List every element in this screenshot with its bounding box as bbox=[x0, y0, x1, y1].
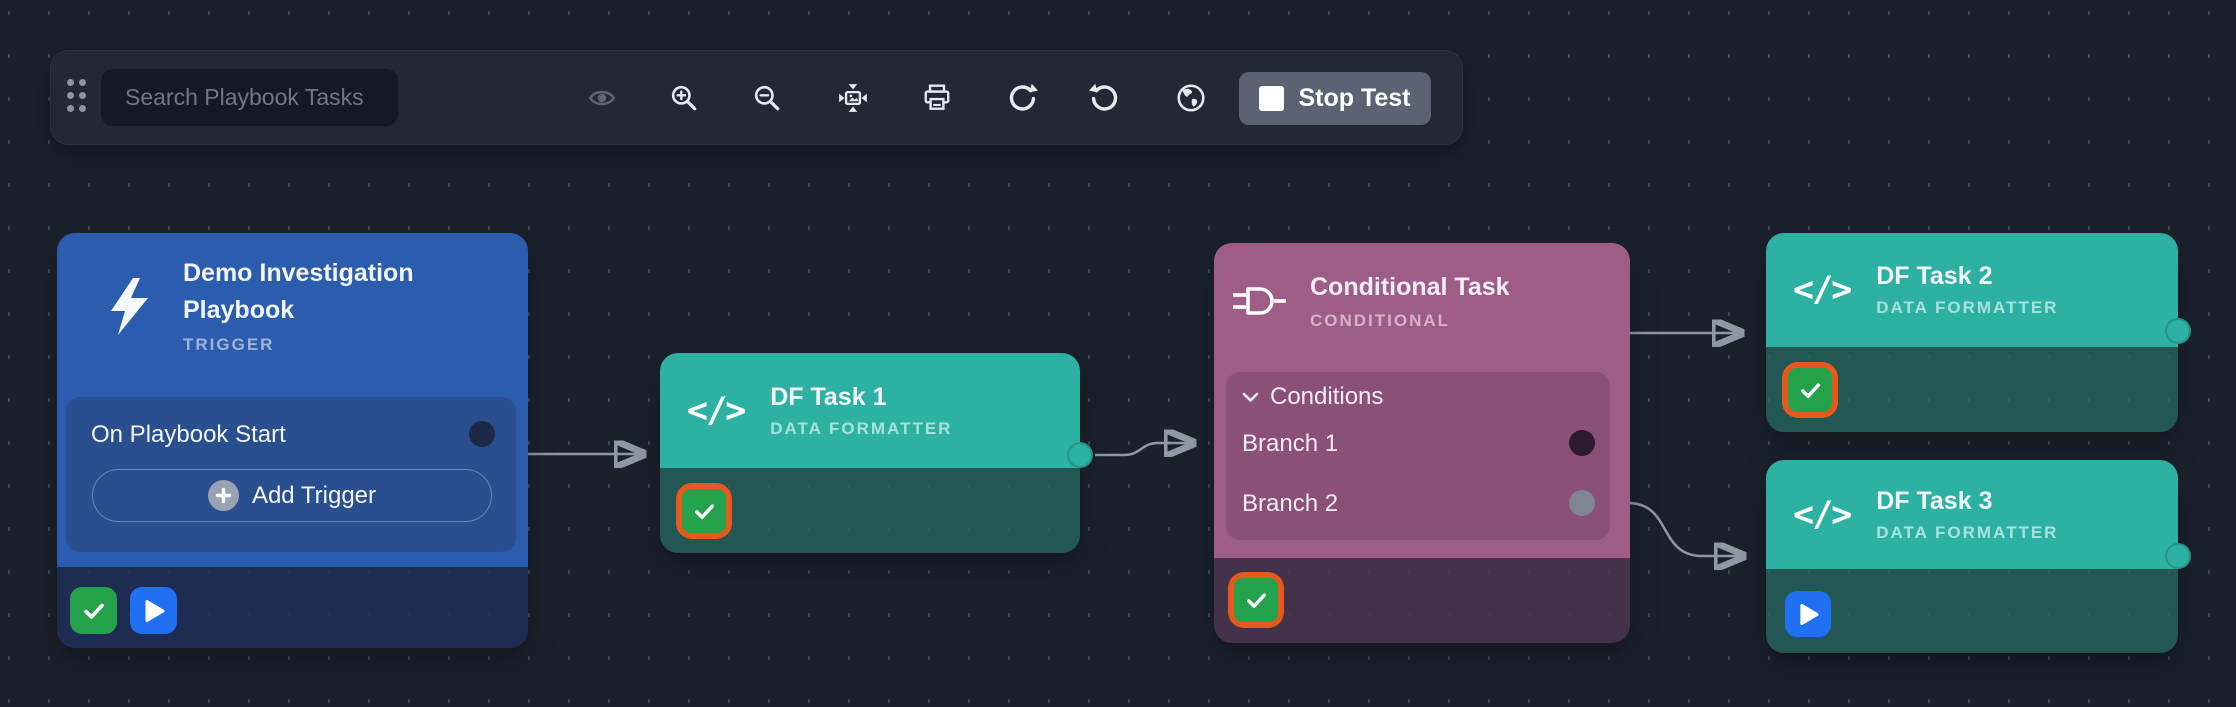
run-status-badge[interactable] bbox=[130, 587, 177, 634]
trigger-footer bbox=[57, 567, 528, 648]
world-icon bbox=[1177, 84, 1205, 112]
branch-row[interactable]: Branch 1 bbox=[1242, 430, 1338, 458]
node-df-task-3[interactable]: </> DF Task 3 DATA FORMATTER bbox=[1766, 460, 2191, 653]
selected-status-ring[interactable] bbox=[1228, 572, 1284, 628]
branch-label: Branch 1 bbox=[1242, 430, 1339, 457]
code-icon: </> bbox=[1793, 494, 1852, 535]
eye-icon bbox=[588, 90, 616, 106]
lightning-icon bbox=[111, 278, 148, 335]
success-status-badge[interactable] bbox=[70, 587, 117, 634]
check-icon bbox=[1800, 382, 1820, 398]
fit-to-view-button[interactable] bbox=[833, 78, 873, 118]
plus-icon bbox=[207, 480, 239, 511]
success-status-badge[interactable] bbox=[1788, 368, 1832, 412]
run-status-badge[interactable] bbox=[1785, 591, 1831, 637]
df3-output-port[interactable] bbox=[2165, 543, 2191, 569]
node-type-label: DATA FORMATTER bbox=[770, 418, 953, 438]
df2-footer bbox=[1766, 347, 2178, 432]
search-input[interactable] bbox=[125, 84, 421, 111]
stop-test-button[interactable]: Stop Test bbox=[1239, 72, 1431, 125]
play-icon bbox=[145, 599, 164, 622]
df1-footer bbox=[660, 468, 1080, 553]
fit-to-view-icon bbox=[839, 84, 867, 112]
df3-footer bbox=[1766, 569, 2178, 653]
conditions-toggle[interactable]: Conditions bbox=[1242, 383, 1383, 411]
check-icon bbox=[83, 603, 104, 619]
code-icon: </> bbox=[687, 390, 746, 431]
branch-row[interactable]: Branch 2 bbox=[1242, 490, 1338, 518]
node-df-task-1[interactable]: </> DF Task 1 DATA FORMATTER bbox=[660, 353, 1093, 553]
node-title: DF Task 1 bbox=[770, 382, 887, 411]
branch2-output-port[interactable] bbox=[1569, 490, 1595, 516]
conditional-header: Conditional Task CONDITIONAL Conditions … bbox=[1214, 243, 1630, 558]
logic-gate-icon bbox=[1233, 287, 1286, 315]
add-trigger-label: Add Trigger bbox=[251, 481, 377, 509]
toolbar-drag-handle-icon[interactable] bbox=[67, 79, 87, 117]
search-box[interactable] bbox=[101, 69, 421, 126]
print-icon bbox=[924, 84, 950, 110]
node-type-label: CONDITIONAL bbox=[1310, 311, 1451, 330]
zoom-out-button[interactable] bbox=[747, 78, 787, 118]
node-type-label: TRIGGER bbox=[183, 335, 275, 354]
stop-icon bbox=[1259, 86, 1285, 111]
zoom-out-icon bbox=[754, 85, 780, 111]
node-title: Demo Investigation Playbook bbox=[183, 259, 414, 324]
trigger-header: Demo Investigation Playbook TRIGGER On P… bbox=[57, 233, 528, 567]
trigger-output-port[interactable] bbox=[469, 421, 495, 447]
chevron-down-icon bbox=[1242, 392, 1259, 402]
df1-header: </> DF Task 1 DATA FORMATTER bbox=[660, 353, 1080, 468]
stop-test-label: Stop Test bbox=[1298, 84, 1411, 112]
redo-button[interactable] bbox=[1002, 78, 1042, 118]
play-icon bbox=[1799, 603, 1819, 625]
success-status-badge[interactable] bbox=[682, 489, 726, 533]
node-trigger[interactable]: Demo Investigation Playbook TRIGGER On P… bbox=[57, 233, 528, 648]
node-title: DF Task 3 bbox=[1876, 486, 1993, 515]
success-status-badge[interactable] bbox=[1234, 578, 1278, 622]
df2-output-port[interactable] bbox=[2165, 318, 2191, 344]
undo-icon bbox=[1089, 83, 1118, 111]
edge-df1-to-conditional bbox=[1095, 443, 1194, 455]
trigger-row-label: On Playbook Start bbox=[91, 421, 286, 448]
redo-icon bbox=[1009, 83, 1038, 111]
node-title: DF Task 2 bbox=[1876, 262, 1993, 290]
undo-button[interactable] bbox=[1085, 78, 1125, 118]
conditional-footer bbox=[1214, 558, 1630, 643]
world-button[interactable] bbox=[1171, 78, 1211, 118]
selected-status-ring[interactable] bbox=[676, 483, 732, 539]
check-icon bbox=[694, 503, 714, 519]
node-title: Conditional Task bbox=[1310, 273, 1510, 301]
conditions-panel: Conditions Branch 1 Branch 2 bbox=[1226, 372, 1610, 540]
check-icon bbox=[1246, 592, 1266, 608]
code-icon: </> bbox=[1793, 270, 1852, 310]
print-button[interactable] bbox=[917, 78, 957, 118]
zoom-in-icon bbox=[671, 85, 697, 111]
df2-header: </> DF Task 2 DATA FORMATTER bbox=[1766, 233, 2178, 347]
node-type-label: DATA FORMATTER bbox=[1876, 522, 2059, 542]
node-df-task-2[interactable]: </> DF Task 2 DATA FORMATTER bbox=[1766, 233, 2191, 432]
conditions-label: Conditions bbox=[1270, 383, 1384, 410]
branch1-output-port[interactable] bbox=[1569, 430, 1595, 456]
selected-status-ring[interactable] bbox=[1782, 362, 1838, 418]
zoom-in-button[interactable] bbox=[664, 78, 704, 118]
trigger-list: On Playbook Start Add Trigger bbox=[66, 397, 516, 552]
canvas-toolbar: Stop Test bbox=[50, 50, 1463, 145]
df1-output-port[interactable] bbox=[1067, 442, 1093, 468]
add-trigger-button[interactable]: Add Trigger bbox=[92, 469, 492, 522]
visibility-button[interactable] bbox=[582, 78, 622, 118]
df3-header: </> DF Task 3 DATA FORMATTER bbox=[1766, 460, 2178, 569]
branch-label: Branch 2 bbox=[1242, 490, 1339, 517]
node-type-label: DATA FORMATTER bbox=[1876, 298, 2059, 317]
node-conditional-task[interactable]: Conditional Task CONDITIONAL Conditions … bbox=[1214, 243, 1630, 643]
